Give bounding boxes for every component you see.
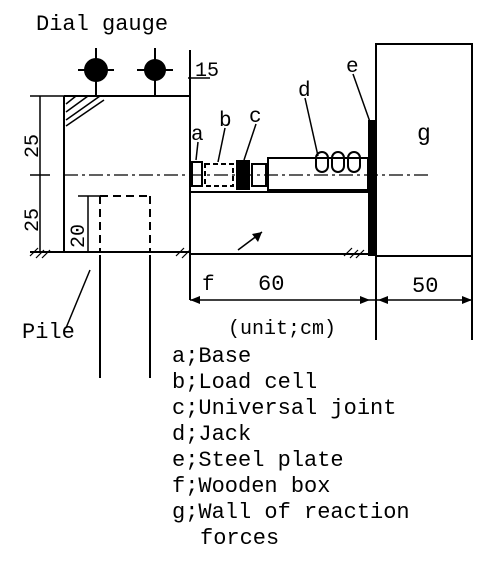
dim-pile-embed: 20 [68,195,100,252]
universal-joint-c [236,160,250,190]
dim-wall-width-label: 50 [412,274,438,299]
pile-head [63,95,191,300]
letter-d: d [298,80,311,103]
legend-item: g;Wall of reaction [172,500,410,525]
unit-note: (unit;cm) [228,318,336,341]
letter-g: g [417,121,431,147]
letter-e: e [346,56,359,79]
ground-line [29,247,365,259]
dim-bottom: 60 50 [190,272,472,304]
dial-gauge-2 [137,48,173,96]
dim-left-lower-label: 25 [22,208,45,232]
legend-item: d;Jack [172,422,251,447]
legend: a;Base b;Load cell c;Universal joint d;J… [172,344,410,551]
dial-gauge-label: Dial gauge [36,12,168,37]
dim-top-label: 15 [195,60,219,83]
reaction-wall-g [375,43,473,257]
letter-c: c [249,106,262,129]
joint-connector [251,163,267,187]
dim-left-upper-label: 25 [22,134,45,158]
dim-box-width-label: 60 [258,272,284,297]
jack-piston-2 [331,151,345,173]
legend-item: f;Wooden box [172,474,330,499]
jack-piston-1 [315,151,329,173]
letter-a: a [191,124,204,147]
dial-gauge-1 [78,48,114,96]
wooden-box [189,191,371,255]
steel-plate-e [368,120,376,256]
jack-piston-3 [347,151,361,173]
legend-item: forces [200,526,279,551]
dim-pile-embed-label: 20 [68,224,91,248]
letter-f: f [202,274,215,297]
legend-item: e;Steel plate [172,448,344,473]
base-a [191,161,203,187]
load-cell-b [204,163,234,187]
embedded-pile [99,195,151,378]
legend-item: c;Universal joint [172,396,396,421]
dim-top-marker: 15 [188,50,219,96]
jack-d [267,157,369,191]
dim-left: 25 25 [22,95,64,252]
legend-item: b;Load cell [172,370,317,395]
letter-b: b [219,110,232,133]
legend-item: a;Base [172,344,251,369]
pile-label: Pile [22,320,75,345]
